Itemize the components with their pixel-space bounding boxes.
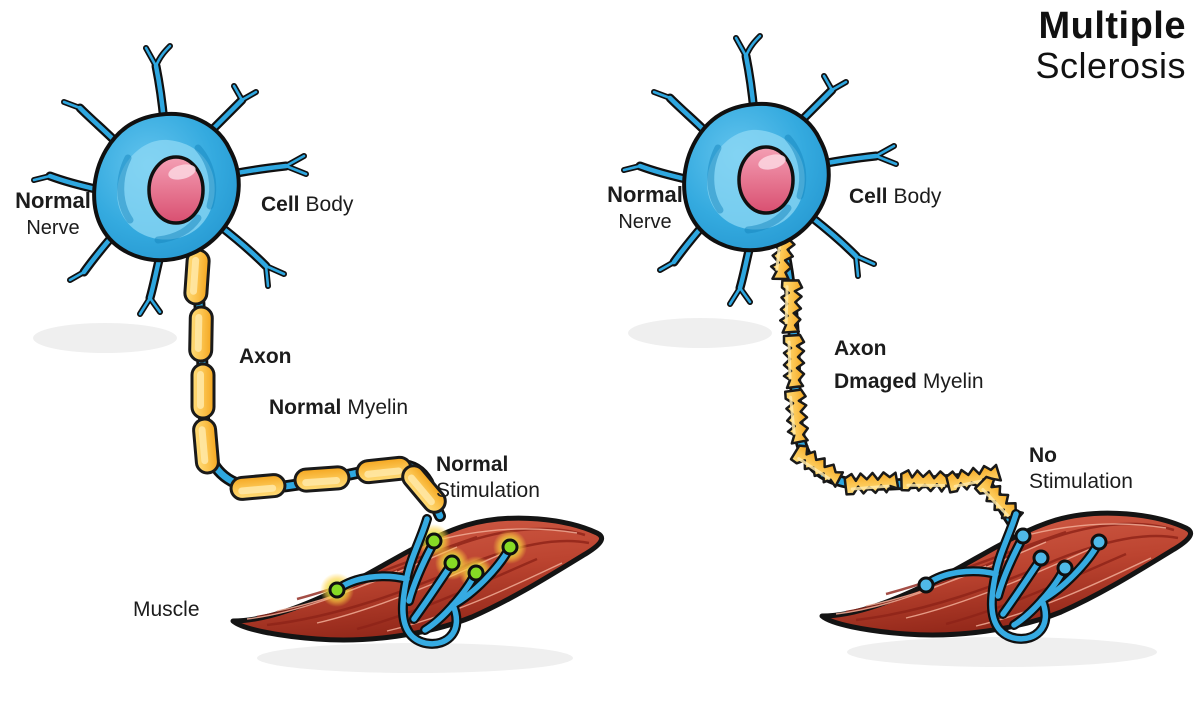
label-normal-nerve-left: Normal Nerve	[8, 188, 98, 240]
ms-muscle	[822, 513, 1191, 639]
label-normal-nerve-right: Normal Nerve	[600, 182, 690, 234]
label-normal-nerve-left-bold: Normal	[15, 188, 91, 213]
label-normal-nerve-right-reg: Nerve	[618, 210, 672, 233]
ground-shadows	[33, 318, 1157, 673]
label-cell-left-bold: Cell	[261, 193, 300, 216]
label-normal-stimulation-bold: Normal	[436, 453, 509, 476]
label-no-stimulation-reg: Stimulation	[1029, 469, 1133, 493]
ms-nerve-terminals	[917, 527, 1108, 594]
label-axon-right: Axon	[834, 337, 887, 360]
label-cell-right-bold: Cell	[849, 185, 888, 208]
label-normal-myelin-bold: Normal	[269, 396, 342, 419]
label-cell-left-reg: Body	[305, 193, 354, 216]
label-no-stimulation: No Stimulation	[1029, 443, 1133, 494]
label-normal-stimulation: Normal Stimulation	[436, 452, 540, 503]
diagram-title: Multiple Sclerosis	[1035, 5, 1186, 87]
ms-neuron	[624, 36, 1191, 639]
title-line1: Multiple	[1038, 5, 1186, 47]
label-axon-left: Axon	[239, 345, 292, 368]
label-normal-nerve-right-bold: Normal	[607, 182, 683, 207]
normal-nerve-terminals	[328, 532, 519, 599]
normal-muscle	[233, 518, 602, 644]
ms-cell-body	[624, 36, 896, 304]
normal-neuron	[34, 46, 602, 644]
label-normal-nerve-left-reg: Nerve	[26, 216, 80, 239]
label-normal-myelin-reg: Myelin	[347, 396, 409, 419]
label-cell-right-reg: Body	[893, 185, 942, 208]
normal-cell-body	[34, 46, 306, 314]
label-normal-stimulation-reg: Stimulation	[436, 478, 540, 502]
label-damaged-myelin-reg: Myelin	[922, 370, 984, 393]
label-no-stimulation-bold: No	[1029, 444, 1057, 467]
label-muscle: Muscle	[133, 598, 200, 621]
label-damaged-myelin-bold: Dmaged	[834, 370, 917, 393]
title-line2: Sclerosis	[1035, 45, 1186, 87]
